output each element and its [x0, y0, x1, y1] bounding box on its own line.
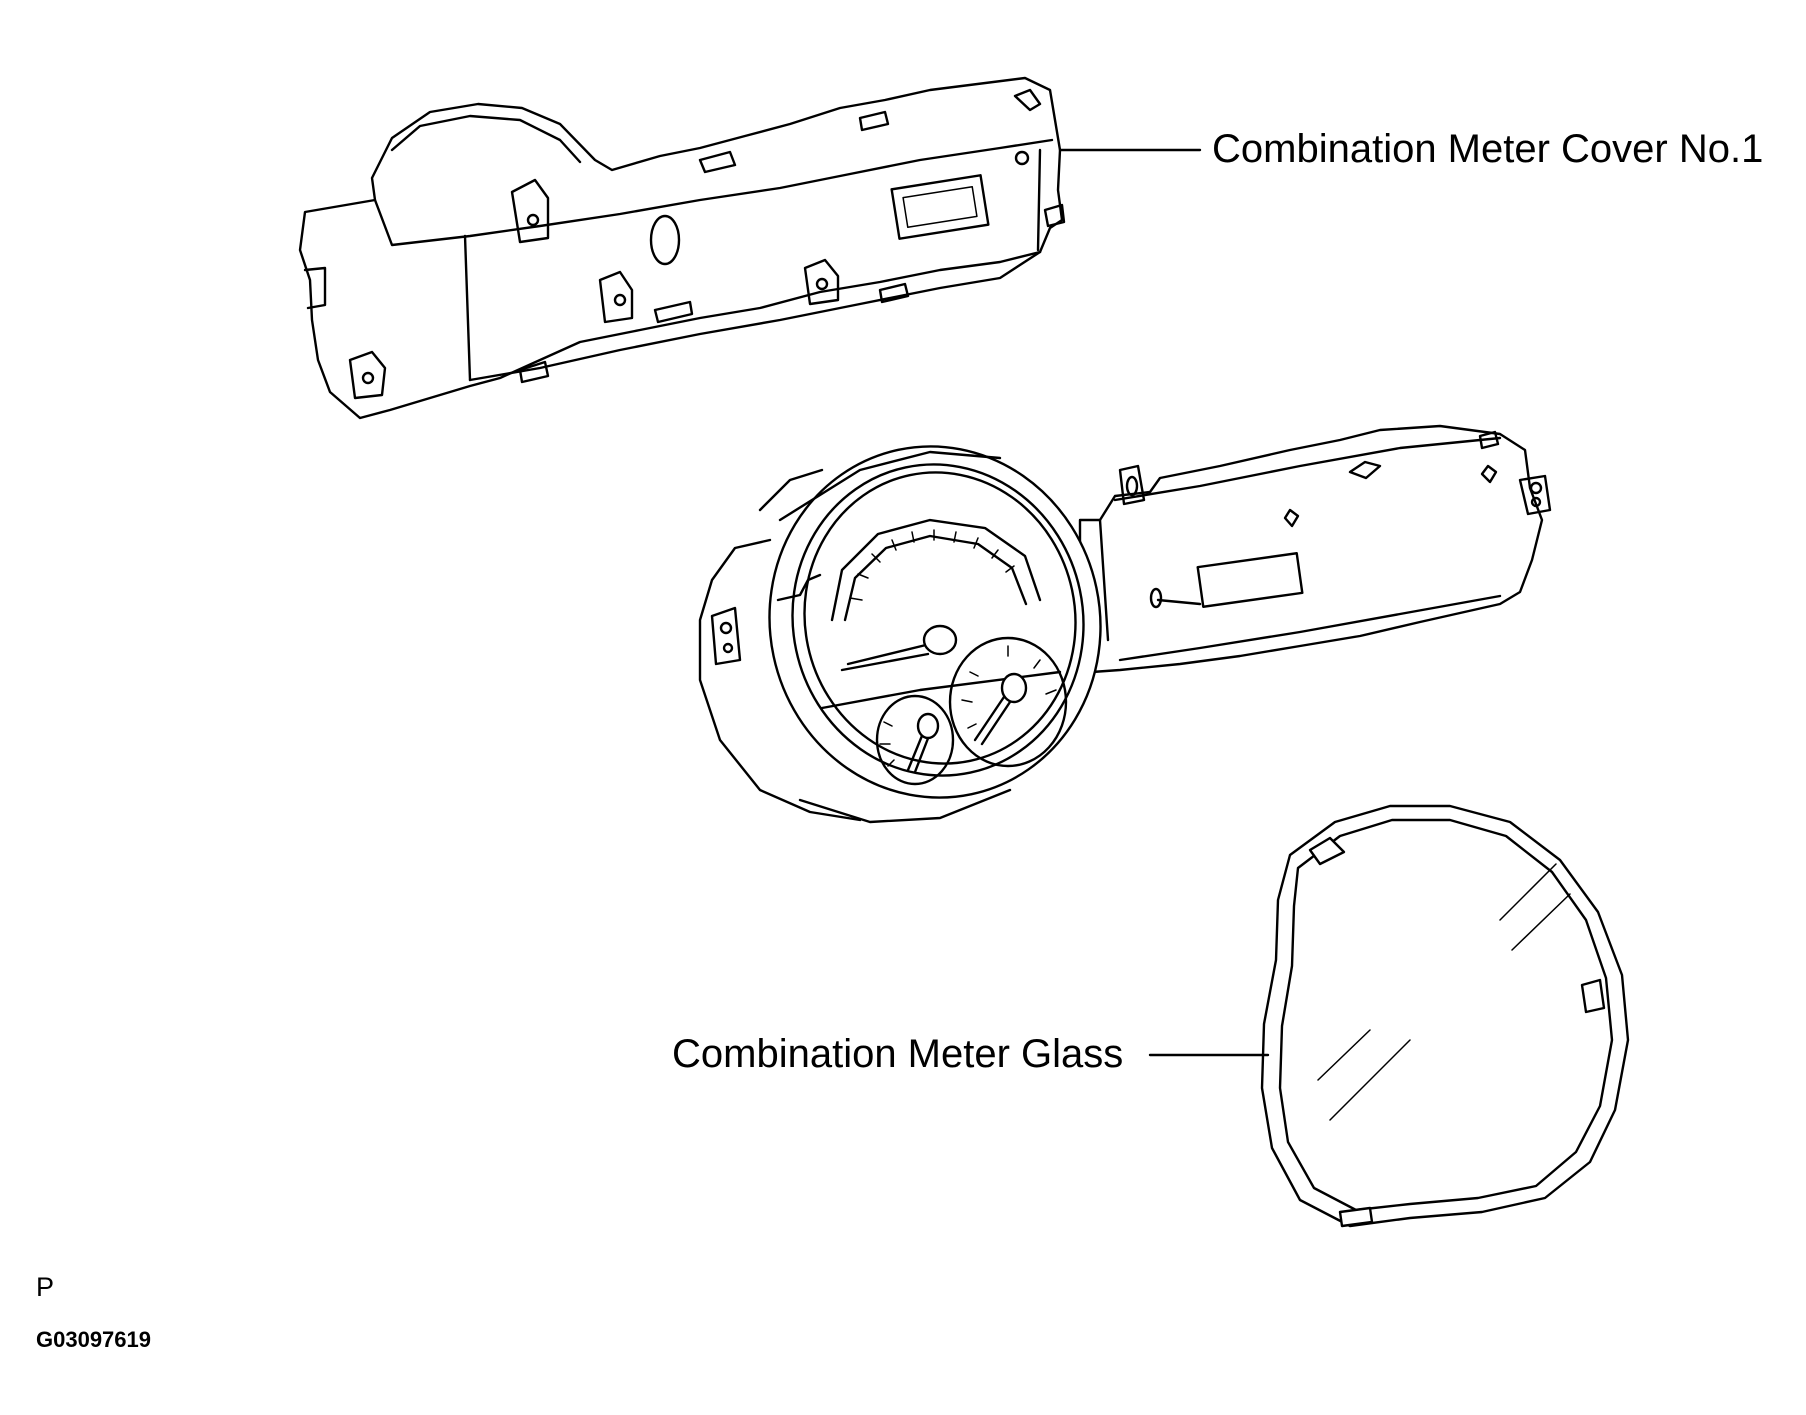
meter-assembly-drawing	[698, 424, 1552, 824]
figure-code: G03097619	[36, 1327, 151, 1352]
section-letter: P	[36, 1272, 55, 1302]
cover-label: Combination Meter Cover No.1	[1212, 127, 1764, 171]
meter-cover-drawing	[298, 76, 1066, 420]
meter-glass-drawing	[1260, 804, 1630, 1228]
glass-label: Combination Meter Glass	[672, 1032, 1124, 1076]
